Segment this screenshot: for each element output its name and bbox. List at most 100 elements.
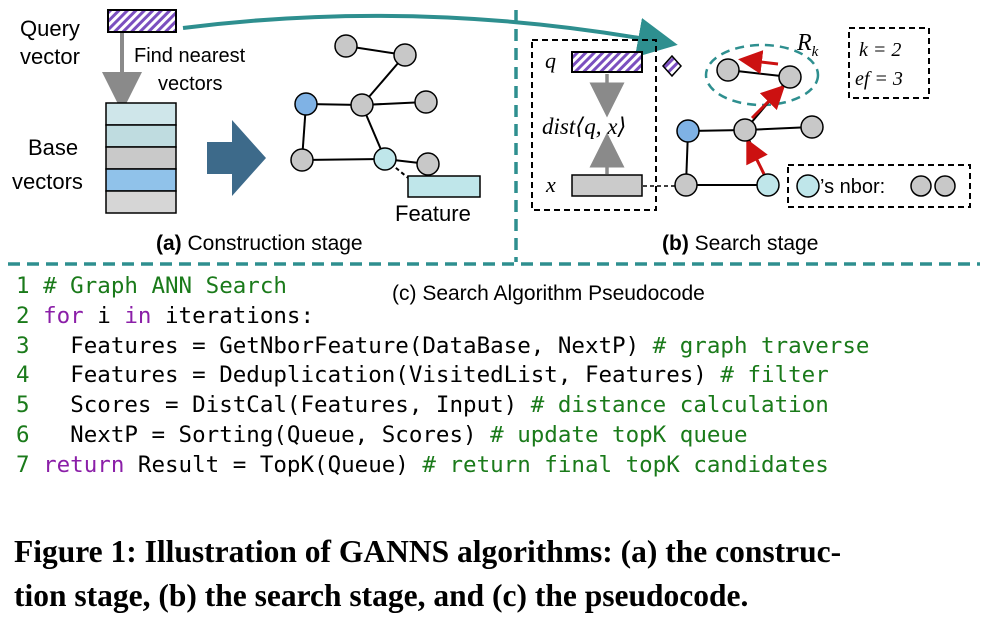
figure-caption: Figure 1: Illustration of GANNS algorith… [14, 530, 979, 618]
search-graph-nodes [674, 58, 824, 197]
base-vector-row [105, 146, 177, 170]
graph-node [416, 152, 440, 176]
k-param: k = 2 [859, 39, 901, 61]
ef-param: ef = 3 [855, 68, 903, 90]
code-line: 3 Features = GetNborFeature(DataBase, Ne… [16, 332, 976, 362]
query-to-search-arrow [182, 13, 678, 58]
code-statement: Result = TopK(Queue) [124, 451, 423, 478]
base-vector-row [105, 168, 177, 192]
code-statement: Features = GetNborFeature(DataBase, Next… [70, 332, 653, 359]
code-statement: Features = Deduplication(VisitedList, Fe… [70, 362, 721, 389]
code-statement: iterations: [151, 302, 315, 329]
code-keyword: for [43, 302, 84, 329]
panel-b-search: q dist⟨q, x⟩ x Rk k = 2 ef = 3 [531, 27, 971, 255]
params-box [848, 27, 930, 99]
panel-c-title: (c) Search Algorithm Pseudocode [392, 282, 705, 305]
query-label-line1: Query [20, 16, 80, 41]
base-vector-row [105, 190, 177, 214]
q-vector-bar [571, 51, 643, 73]
graph-node-cyan [373, 147, 397, 171]
graph-node [334, 34, 358, 58]
base-vector-row [105, 102, 177, 126]
panel-b-title: (b) Search stage [662, 232, 818, 255]
feature-label: Feature [395, 201, 471, 226]
code-line-number: 4 [16, 362, 30, 389]
search-path-arrows [738, 50, 786, 175]
base-vectors-stack [105, 102, 177, 214]
code-statement: NextP = Sorting(Queue, Scores) [56, 421, 491, 448]
graph-node-blue [294, 92, 318, 116]
panel-a-title: (a) Construction stage [156, 232, 363, 255]
graph-node [778, 65, 802, 89]
code-statement: i [83, 302, 125, 329]
code-line-number: 2 [16, 302, 30, 329]
code-statement: Scores = DistCal(Features, Input) [70, 392, 531, 419]
search-step-arrow [738, 50, 779, 75]
search-step-arrow [746, 138, 768, 175]
query-vector-bar [107, 9, 177, 33]
code-keyword: in [124, 302, 152, 329]
base-label-line1: Base [28, 135, 78, 160]
find-nearest-label-line2: vectors [158, 73, 222, 95]
code-line: 1 # Graph ANN Search [16, 272, 976, 302]
panel-a-title-rest: Construction stage [182, 232, 363, 255]
rk-label-main: R [796, 30, 812, 56]
caption-line-2: tion stage, (b) the search stage, and (c… [14, 578, 749, 613]
graph-node [414, 90, 438, 114]
find-nearest-label-line1: Find nearest [134, 45, 246, 67]
rk-label-sub: k [812, 44, 819, 60]
search-step-arrow [750, 84, 786, 120]
panel-a-title-prefix: (a) [156, 232, 182, 255]
code-comment: # Graph ANN Search [43, 273, 287, 299]
panel-b-title-rest: Search stage [689, 232, 819, 255]
graph-node [800, 115, 824, 139]
code-line-number: 7 [16, 451, 30, 478]
graph-node-cyan [756, 173, 780, 197]
q-label: q [545, 48, 556, 73]
graph-node [290, 148, 314, 172]
neighbor-legend-box [787, 164, 971, 208]
code-line: 7 return Result = TopK(Queue) # return f… [16, 451, 976, 481]
legend-node-gray [910, 175, 932, 197]
panel-a-construction: Query vector Find nearest vectors Base v… [12, 9, 481, 255]
graph-node [393, 43, 417, 67]
code-comment: # update topK queue [490, 421, 748, 448]
graph-node [716, 58, 740, 82]
base-vector-row [105, 124, 177, 148]
code-comment: # filter [720, 362, 829, 389]
code-line-number: 6 [16, 421, 30, 448]
code-line: 2 for i in iterations: [16, 302, 976, 332]
code-line: 5 Scores = DistCal(Features, Input) # di… [16, 391, 976, 421]
transform-arrow [207, 120, 266, 196]
code-comment: # graph traverse [652, 332, 870, 359]
base-label-line2: vectors [12, 169, 83, 194]
query-point-diamond [661, 54, 683, 78]
graph-node [674, 173, 698, 197]
dist-label: dist⟨q, x⟩ [542, 114, 626, 139]
construction-graph-nodes [290, 34, 440, 176]
rk-label: Rk [796, 30, 819, 60]
code-line-number: 3 [16, 332, 30, 359]
neighbor-label: ’s nbor: [820, 176, 885, 198]
code-line: 4 Features = Deduplication(VisitedList, … [16, 361, 976, 391]
code-line-number: 5 [16, 392, 30, 419]
code-comment: # distance calculation [530, 392, 829, 419]
code-line: 6 NextP = Sorting(Queue, Scores) # updat… [16, 421, 976, 451]
distance-box [531, 39, 657, 211]
legend-node-gray [934, 175, 956, 197]
code-comment: # return final topK candidates [422, 451, 829, 478]
legend-node-cyan [796, 174, 820, 198]
x-vector-bar [571, 174, 643, 197]
feature-bar [407, 175, 481, 198]
caption-line-1: Figure 1: Illustration of GANNS algorith… [14, 534, 842, 569]
panel-b-title-prefix: (b) [662, 232, 689, 255]
query-label-line2: vector [20, 44, 80, 69]
code-line-number: 1 [16, 273, 30, 299]
graph-node [733, 118, 757, 142]
code-keyword: return [43, 451, 125, 478]
graph-node-blue [676, 119, 700, 143]
graph-node [350, 93, 374, 117]
x-label: x [545, 172, 556, 197]
